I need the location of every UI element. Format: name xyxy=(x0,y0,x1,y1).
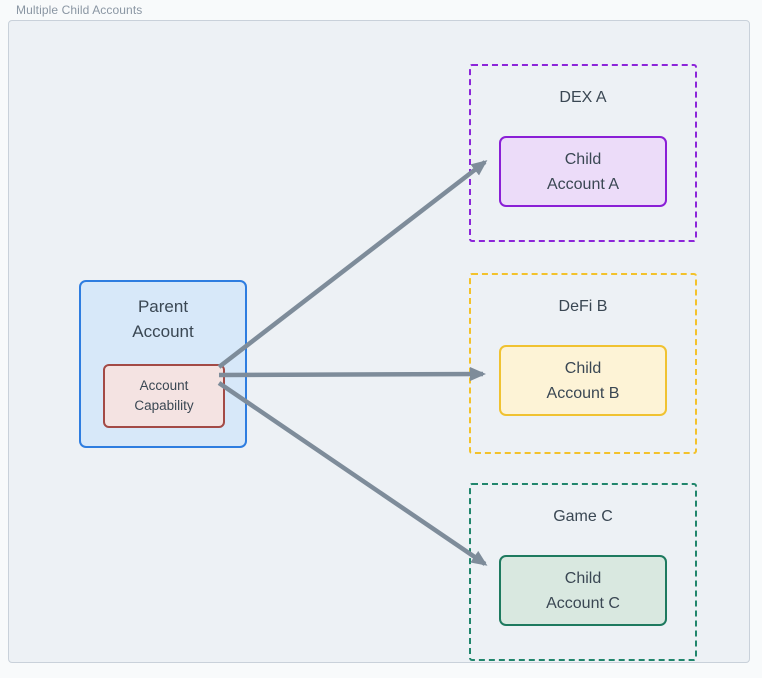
child-account-c-node: Child Account C xyxy=(499,555,667,626)
child-account-b-node: Child Account B xyxy=(499,345,667,416)
environment-game-c-label: Game C xyxy=(553,508,613,525)
environment-defi-b-label: DeFi B xyxy=(558,298,608,315)
account-capability-node: Account Capability xyxy=(103,364,225,428)
environment-dex-a: DEX A Child Account A xyxy=(469,64,697,242)
diagram-title: Multiple Child Accounts xyxy=(16,3,143,17)
environment-game-c: Game C Child Account C xyxy=(469,483,697,661)
parent-account-node: Parent Account Account Capability xyxy=(79,280,247,448)
diagram-canvas: Parent Account Account Capability DEX A … xyxy=(8,20,750,663)
parent-account-label: Parent Account xyxy=(132,297,194,341)
environment-dex-a-label: DEX A xyxy=(559,89,607,106)
child-account-a-node: Child Account A xyxy=(499,136,667,207)
environment-defi-b: DeFi B Child Account B xyxy=(469,273,697,454)
